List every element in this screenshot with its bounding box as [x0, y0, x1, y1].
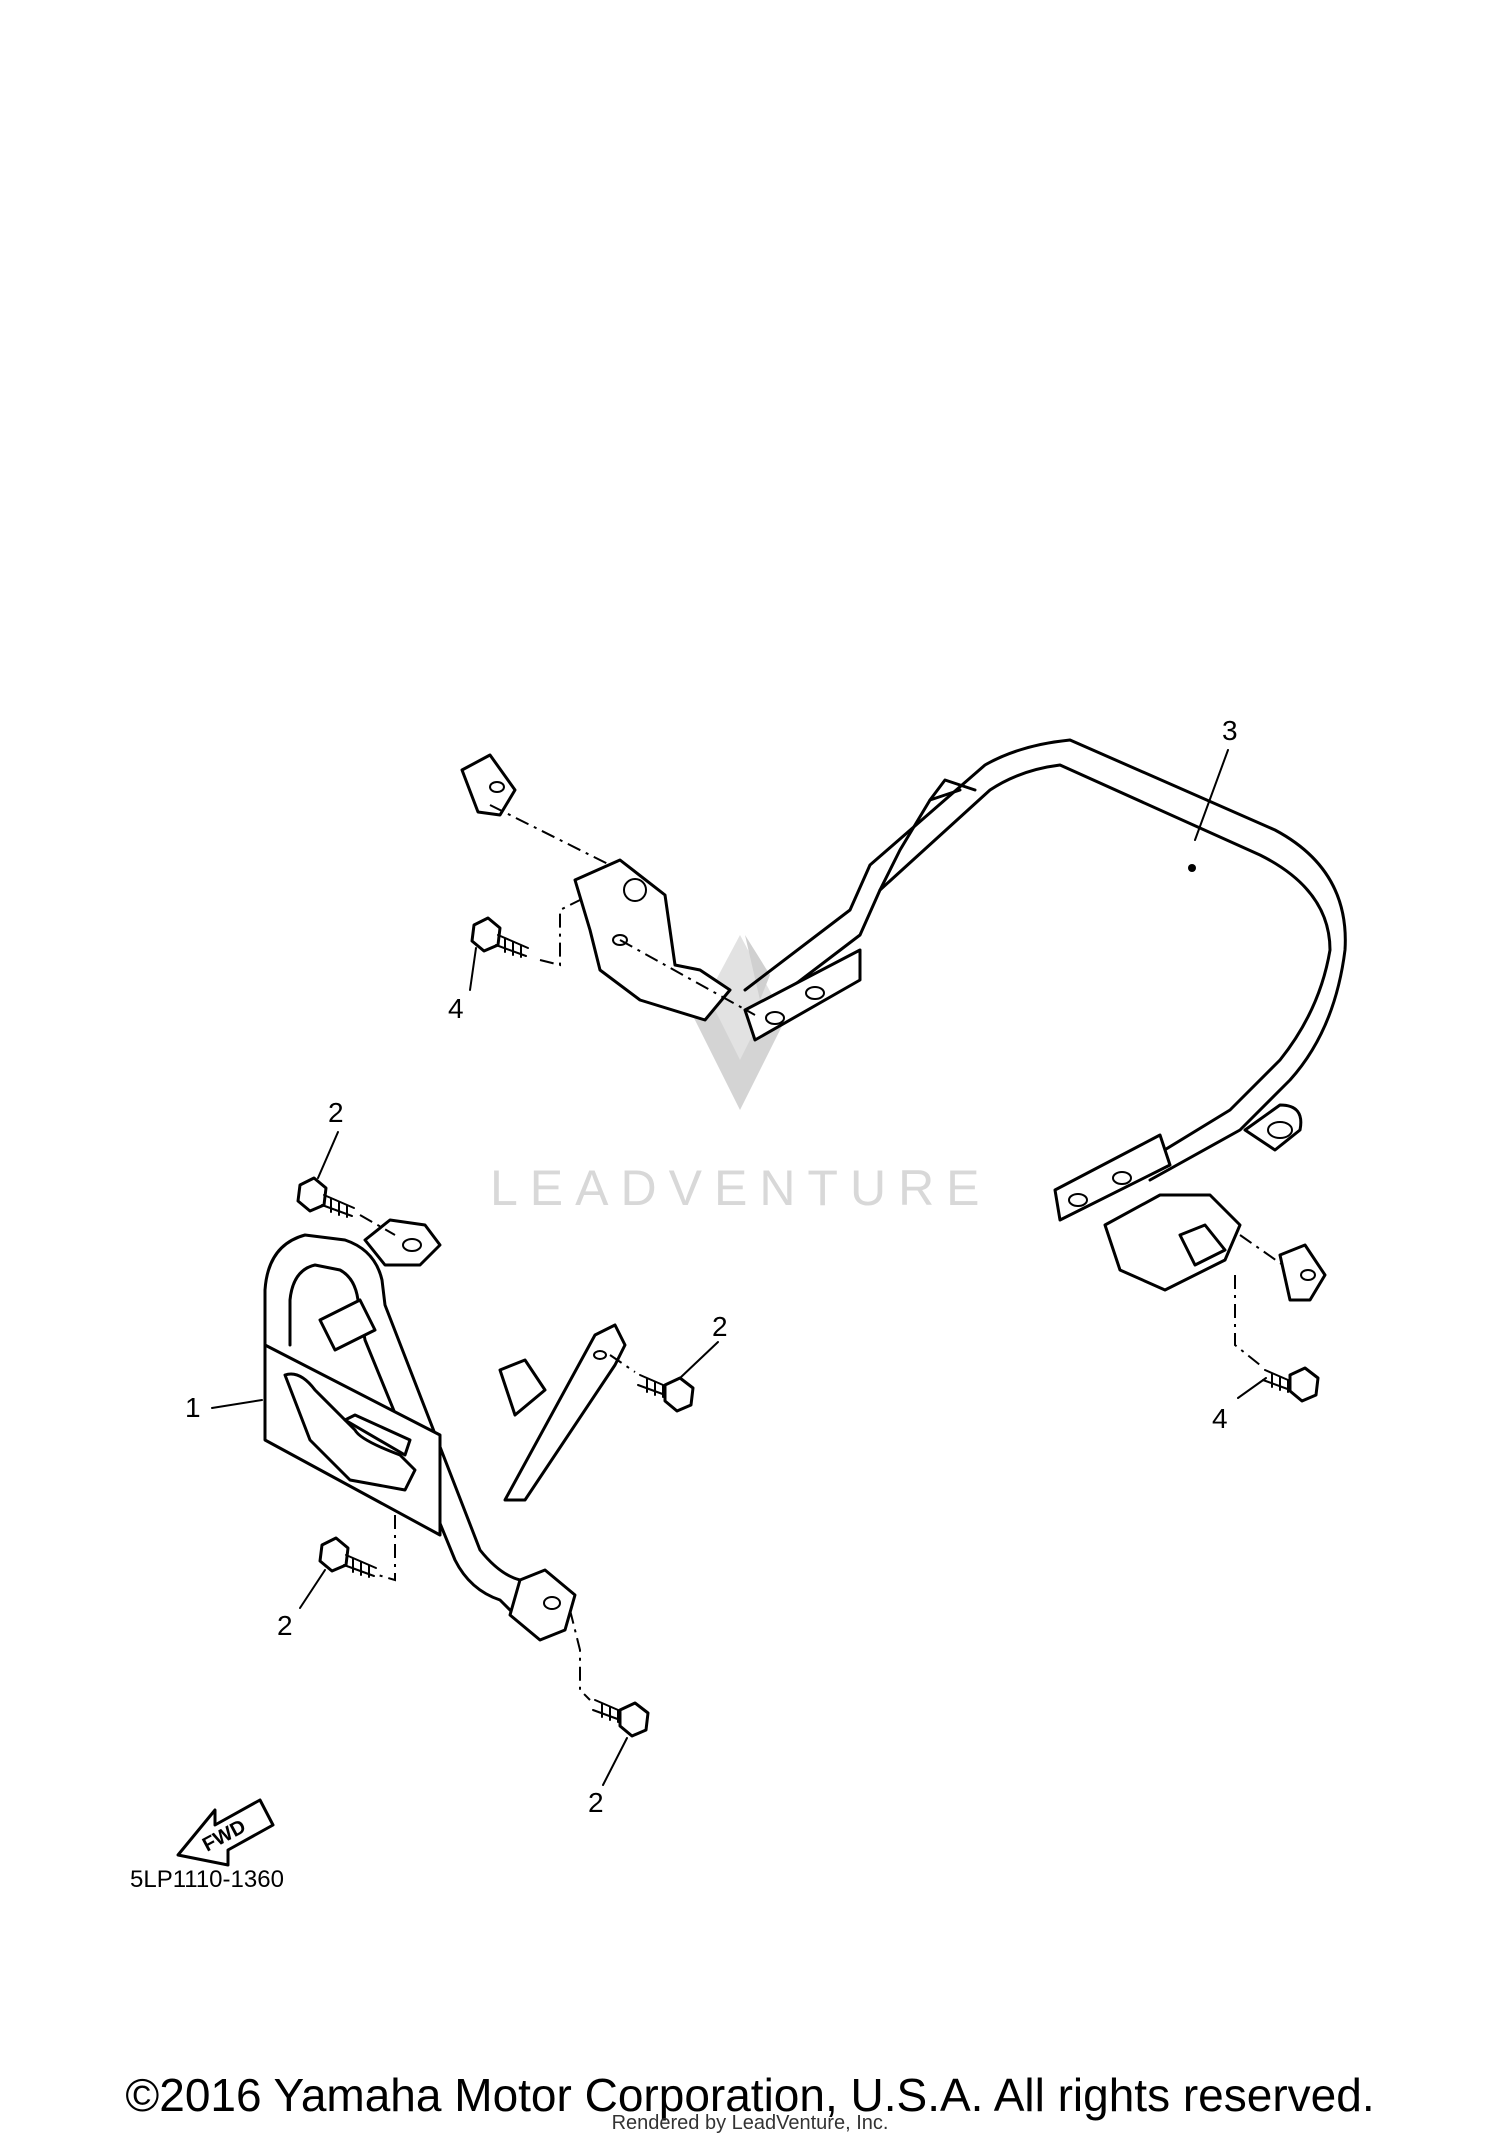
bolt-2-right: [609, 1354, 695, 1413]
front-guard: [263, 1218, 627, 1701]
callout-4-left: 4: [448, 947, 477, 1024]
bolt-4-right: [1234, 1275, 1320, 1403]
svg-text:2: 2: [277, 1610, 293, 1641]
callout-2-bottom: 2: [588, 1737, 628, 1818]
watermark-text: LEADVENTURE: [490, 1160, 992, 1216]
callout-2-left: 2: [277, 1569, 326, 1641]
right-rear-bracket: [1103, 1193, 1327, 1302]
callout-4-right: 4: [1212, 1377, 1267, 1434]
fwd-arrow-icon: FWD: [176, 1798, 275, 1867]
svg-text:2: 2: [712, 1311, 728, 1342]
copyright-text: ©2016 Yamaha Motor Corporation, U.S.A. A…: [125, 2069, 1375, 2121]
svg-text:4: 4: [448, 993, 464, 1024]
svg-text:2: 2: [588, 1787, 604, 1818]
svg-text:3: 3: [1222, 715, 1238, 746]
bolt-2-top: [296, 1176, 396, 1236]
svg-text:2: 2: [328, 1097, 344, 1128]
callout-2-top: 2: [317, 1097, 344, 1179]
diagram-code: 5LP1110-1360: [130, 1866, 284, 1893]
bolt-2-left: [318, 1536, 377, 1578]
callout-2-right: 2: [679, 1311, 728, 1379]
rendered-by-text: Rendered by LeadVenture, Inc.: [611, 2112, 889, 2134]
svg-text:1: 1: [185, 1392, 201, 1423]
left-rear-bracket: [460, 753, 756, 1022]
bolt-2-bottom: [592, 1699, 650, 1738]
rear-grab-bar: [743, 738, 1347, 1222]
bolt-4-left: [470, 899, 581, 967]
leadventure-watermark: LEADVENTURE: [490, 935, 992, 1216]
callout-1: 1: [185, 1392, 263, 1423]
svg-text:4: 4: [1212, 1403, 1228, 1434]
callout-3: 3: [1194, 715, 1238, 841]
